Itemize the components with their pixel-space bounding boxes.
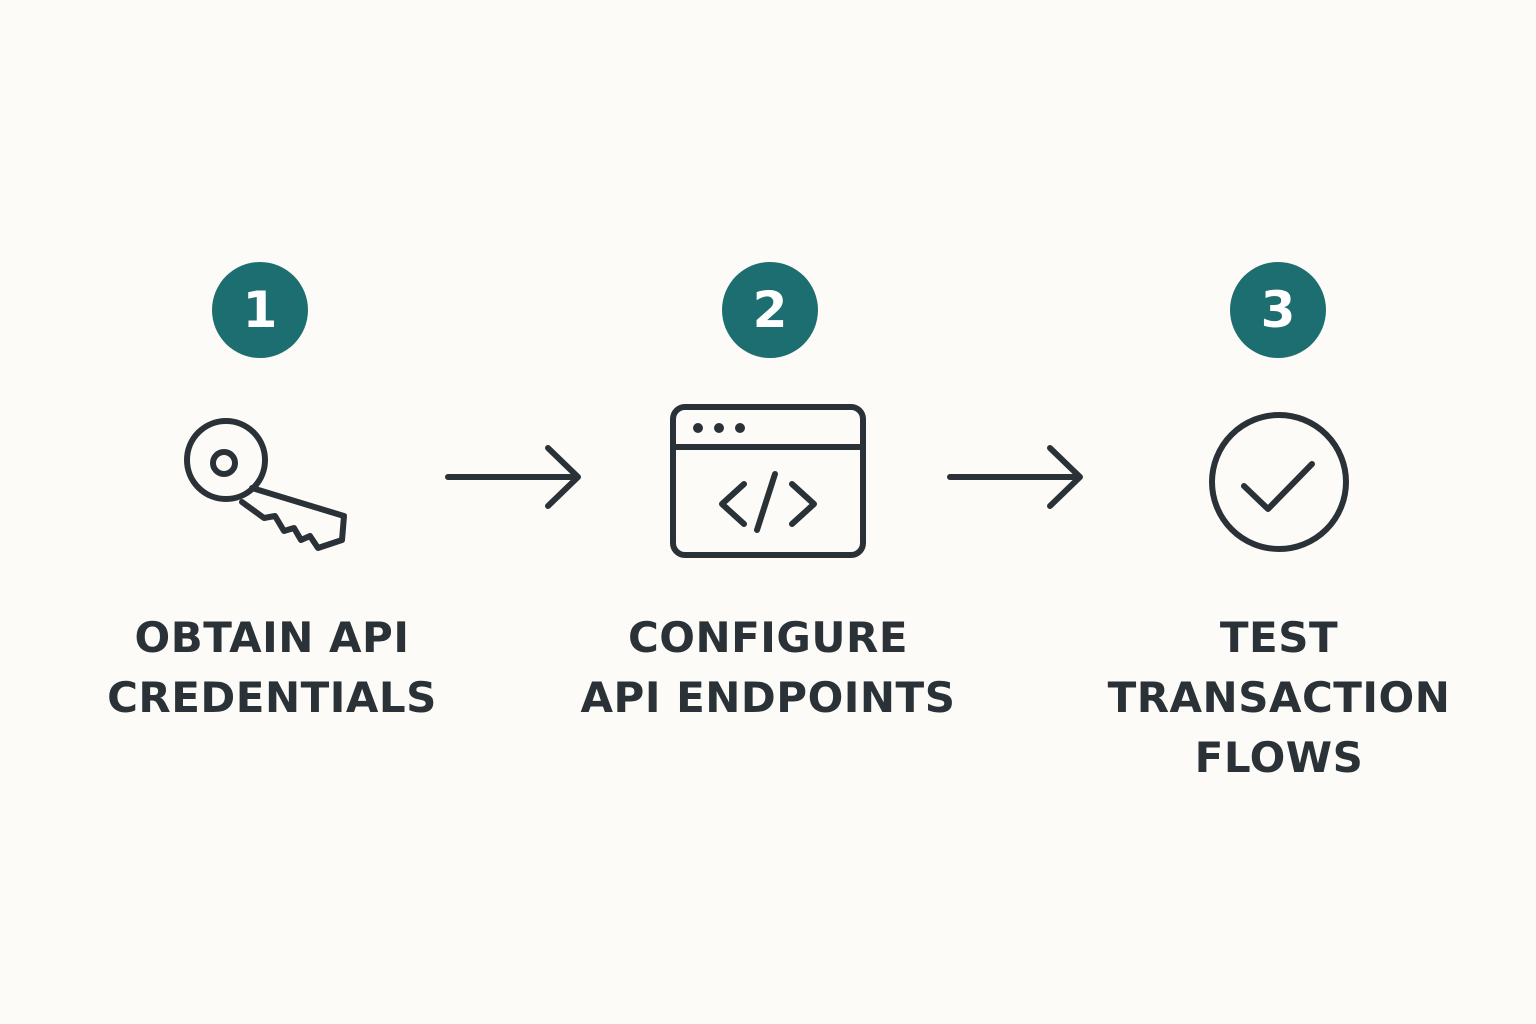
step-1-label: OBTAIN API CREDENTIALS: [62, 608, 482, 728]
arrow-right-icon: [947, 445, 1083, 509]
step-3-label-line-3: FLOWS: [1194, 733, 1364, 782]
arrow-right-icon: [445, 445, 581, 509]
step-2-label-line-2: API ENDPOINTS: [580, 673, 956, 722]
key-icon: [184, 418, 347, 551]
step-3-label: TEST TRANSACTION FLOWS: [1069, 608, 1489, 788]
step-1-label-line-2: CREDENTIALS: [107, 673, 437, 722]
step-2-number-badge: 2: [722, 262, 818, 358]
step-3-label-line-1: TEST: [1219, 613, 1339, 662]
code-window-icon: [670, 404, 866, 558]
step-1-label-line-1: OBTAIN API: [134, 613, 410, 662]
step-3-number-badge: 3: [1230, 262, 1326, 358]
check-circle-icon: [1209, 412, 1349, 552]
step-2-label-line-1: CONFIGURE: [627, 613, 909, 662]
step-3-label-line-2: TRANSACTION: [1107, 673, 1451, 722]
step-2-label: CONFIGURE API ENDPOINTS: [558, 608, 978, 728]
step-1-number-badge: 1: [212, 262, 308, 358]
